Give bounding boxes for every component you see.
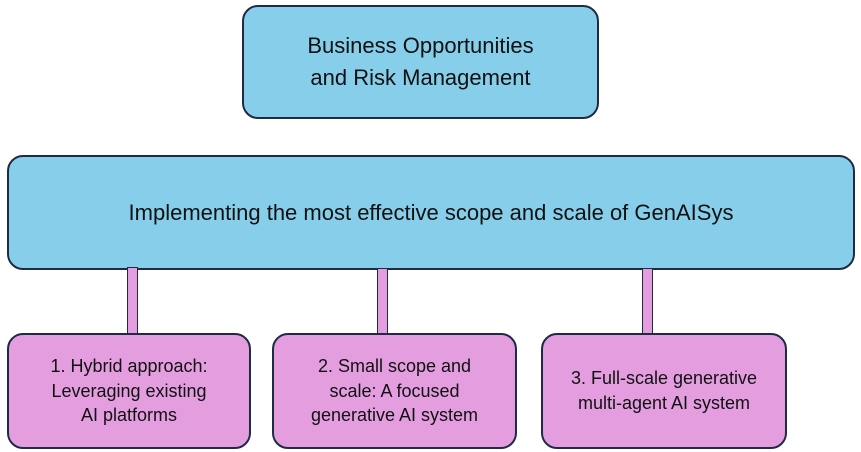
option-3-line-2: multi-agent AI system	[577, 393, 751, 413]
option-1-line-3: AI platforms	[80, 405, 178, 426]
option-3-line-1: 3. Full-scale generative	[570, 368, 758, 389]
option-2-line-1: 2. Small scope and	[317, 355, 472, 376]
business-opportunities-node: Business Opportunities and Risk Manageme…	[242, 5, 599, 119]
connector-option-3	[642, 268, 653, 335]
option-full-scale: 3. Full-scale generative multi-agent AI …	[541, 333, 787, 449]
scope-and-scale-label: Implementing the most effective scope an…	[128, 199, 734, 225]
option-hybrid-approach: 1. Hybrid approach: Leveraging existing …	[7, 333, 251, 449]
top-node-line-2: and Risk Management	[310, 65, 531, 90]
option-small-scope: 2. Small scope and scale: A focused gene…	[272, 333, 517, 449]
option-1-line-2: Leveraging existing	[51, 380, 207, 401]
scope-and-scale-node: Implementing the most effective scope an…	[7, 155, 855, 270]
connector-option-2	[377, 268, 388, 335]
connector-option-1	[127, 267, 138, 335]
option-2-line-3: generative AI system	[310, 405, 479, 426]
option-1-line-1: 1. Hybrid approach:	[50, 355, 208, 376]
option-2-line-2: scale: A focused	[329, 380, 460, 401]
top-node-line-1: Business Opportunities	[307, 33, 534, 59]
